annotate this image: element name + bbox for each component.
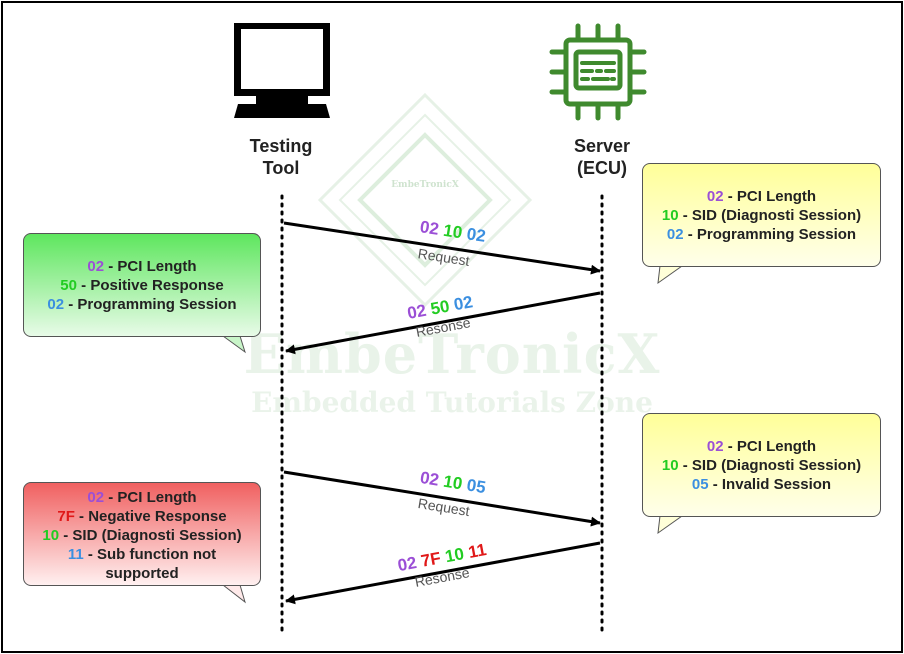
note-row: 02 - PCI Length (87, 489, 197, 506)
note-row: 50 - Positive Response (60, 277, 224, 294)
note-tail-yellow-1 (657, 265, 684, 285)
request-note-1: 02 - PCI Length 10 - SID (Diagnosti Sess… (642, 163, 881, 267)
note-row: 02 - Programming Session (47, 296, 237, 313)
server-label: Server (ECU) (573, 136, 631, 178)
watermark-brand: EmbeTronicX (243, 322, 661, 386)
response-bytes-1: 02 50 02 (406, 292, 475, 323)
note-tail-red (221, 584, 246, 604)
watermark-logo-text: EmbeTronicX (391, 180, 459, 190)
note-tail-green (221, 335, 246, 354)
note-row: 10 - SID (Diagnosti Session) (42, 527, 242, 544)
positive-response-note: 02 - PCI Length 50 - Positive Response 0… (23, 233, 261, 337)
request-arrow-1 (283, 221, 601, 275)
computer-monitor-icon (234, 23, 330, 118)
response-bytes-2: 02 7F 10 11 (396, 540, 488, 575)
watermark-tagline: Embedded Tutorials Zone (251, 386, 653, 419)
note-tail-yellow-2 (657, 515, 684, 535)
request-label-1: Request (417, 245, 471, 269)
request-bytes-2: 02 10 05 (419, 468, 487, 497)
request-note-2: 02 - PCI Length 10 - SID (Diagnosti Sess… (642, 413, 881, 517)
note-row: 02 - Programming Session (666, 226, 857, 243)
note-row: 7F - Negative Response (57, 508, 227, 525)
request-label-2: Request (417, 495, 471, 519)
request-bytes-1: 02 10 02 (419, 217, 487, 246)
note-row: 10 - SID (Diagnosti Session) (661, 457, 862, 474)
ecu-chip-icon (549, 23, 647, 121)
client-label: Testing Tool (249, 136, 313, 178)
note-row: 02 - PCI Length (706, 188, 817, 205)
note-row: 05 - Invalid Session (691, 476, 832, 493)
note-row: 02 - PCI Length (87, 258, 197, 275)
negative-response-note: 02 - PCI Length 7F - Negative Response 1… (23, 482, 261, 586)
note-row: 02 - PCI Length (706, 438, 817, 455)
note-row: 11 - Sub function not supported (67, 546, 217, 582)
response-arrow-1 (285, 291, 601, 355)
request-arrow-2 (283, 470, 601, 527)
response-arrow-2 (285, 541, 601, 605)
note-row: 10 - SID (Diagnosti Session) (661, 207, 862, 224)
